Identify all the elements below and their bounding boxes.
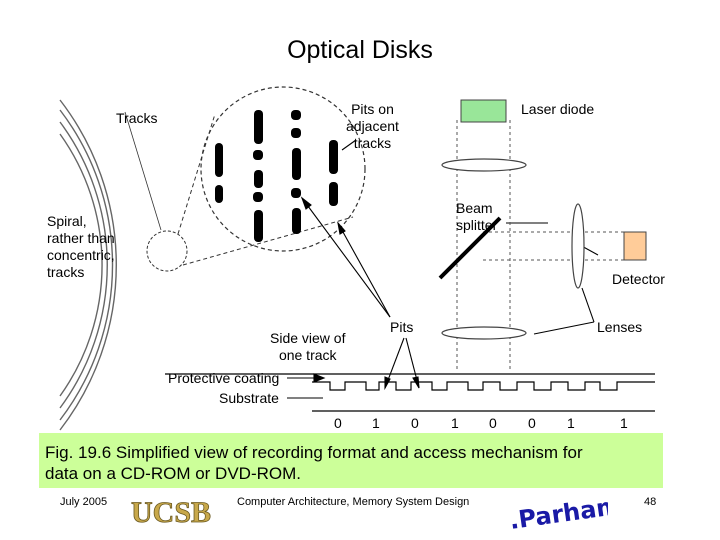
bit-value: 1 xyxy=(620,415,628,431)
pointer-lines xyxy=(287,139,599,399)
laser-diode-label: Laser diode xyxy=(521,101,595,117)
side-view-label: Side view of one track xyxy=(270,330,346,363)
slide-title: Optical Disks xyxy=(287,36,433,64)
detector-box xyxy=(623,231,647,261)
svg-text:UCSB: UCSB xyxy=(131,496,211,529)
caption-line-1: Fig. 19.6 Simplified view of recording f… xyxy=(45,443,583,462)
laser-diode-box xyxy=(460,99,507,123)
pits-adjacent-label: Pits on adjacent tracks xyxy=(346,101,399,151)
detector-label: Detector xyxy=(612,271,665,287)
lenses-label: Lenses xyxy=(597,319,643,335)
caption-line-2: data on a CD-ROM or DVD-ROM. xyxy=(45,464,301,483)
svg-text:B.Parhami: B.Parhami xyxy=(512,490,608,534)
beam-splitter-label: Beam splitter xyxy=(456,200,498,233)
lower-lens xyxy=(441,326,527,340)
zoom-line-bottom xyxy=(182,216,354,266)
side-lens xyxy=(571,203,585,289)
bit-value: 1 xyxy=(567,415,575,431)
pits-label: Pits xyxy=(390,319,414,335)
pit-profile xyxy=(312,381,655,391)
upper-lens xyxy=(441,158,527,172)
footer-course: Computer Architecture, Memory System Des… xyxy=(237,496,470,508)
tracks-label: Tracks xyxy=(116,110,158,126)
bit-value: 0 xyxy=(528,415,536,431)
disk-tracks xyxy=(59,99,117,431)
protective-coating-label: Protective coating xyxy=(168,370,280,386)
bit-value: 0 xyxy=(411,415,419,431)
tracks-pointer xyxy=(124,111,162,231)
substrate-label: Substrate xyxy=(219,390,279,406)
zoom-line-top xyxy=(177,113,216,235)
beam-splitter xyxy=(438,216,502,280)
spiral-label: Spiral, rather than concentric, tracks xyxy=(47,213,115,280)
page-number: 48 xyxy=(644,496,657,508)
zoom-magnified-circle xyxy=(200,86,366,252)
pits-pattern xyxy=(215,110,338,242)
bit-value: 1 xyxy=(372,415,380,431)
bit-value: 0 xyxy=(334,415,342,431)
ucsb-logo: UCSB xyxy=(125,493,217,529)
figure-caption: Fig. 19.6 Simplified view of recording f… xyxy=(39,433,663,488)
bit-value: 1 xyxy=(451,415,459,431)
author-signature: B.Parhami xyxy=(512,490,608,534)
footer-date: July 2005 xyxy=(60,496,108,508)
bit-value: 0 xyxy=(489,415,497,431)
optical-path xyxy=(456,120,628,370)
zoom-source-circle xyxy=(146,230,188,272)
